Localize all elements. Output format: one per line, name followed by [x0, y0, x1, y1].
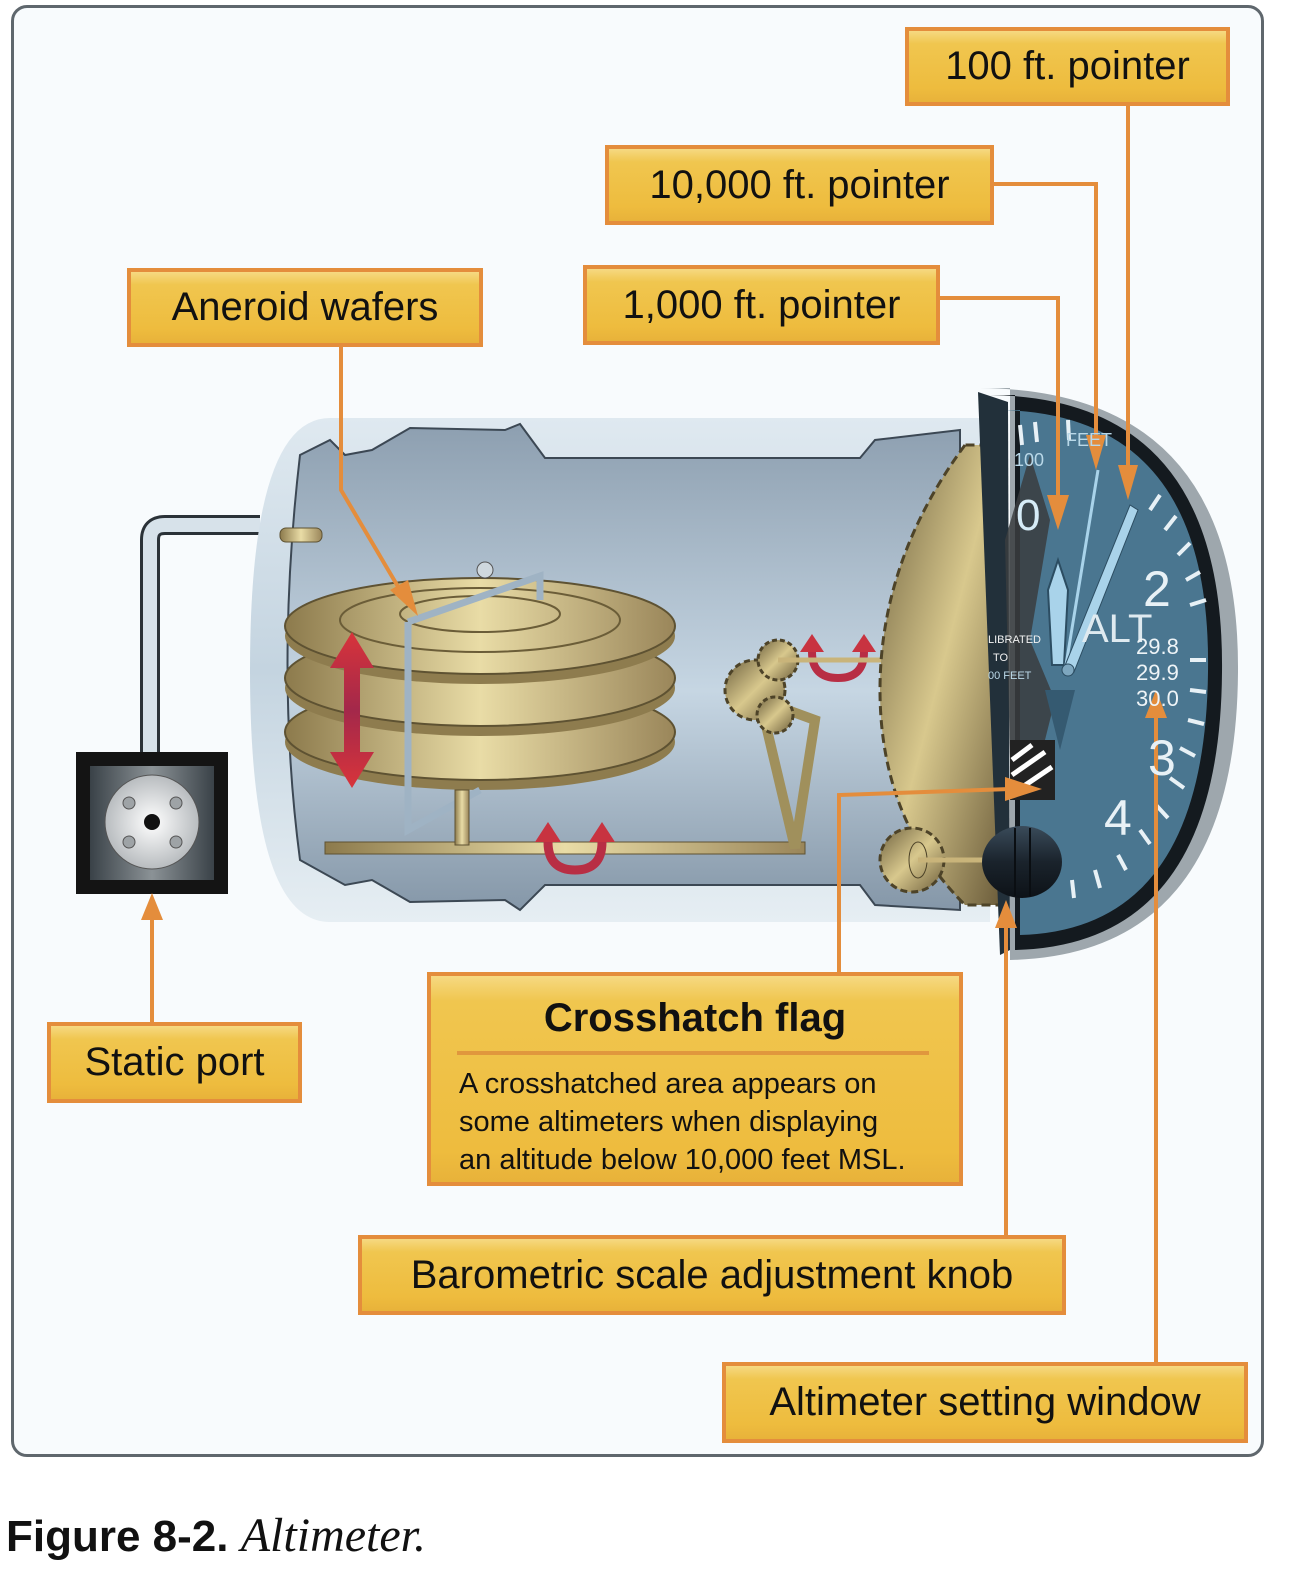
- callout-line: an altitude below 10,000 feet MSL.: [459, 1144, 906, 1176]
- figure-title: Altimeter.: [240, 1509, 427, 1562]
- dial-numeral-0: 0: [1016, 491, 1040, 540]
- aneroid-wafers-icon: [284, 577, 676, 790]
- pointer-10000: [1064, 469, 1100, 666]
- arrowhead-icon: [1047, 495, 1069, 530]
- calibrated-line-2: TO: [993, 652, 1009, 664]
- pointer-1000: [1046, 556, 1070, 666]
- calibrated-line-3: 00 FEET: [988, 670, 1032, 682]
- expansion-arrow-icon: [330, 632, 374, 788]
- arrowhead-icon: [1145, 690, 1167, 718]
- altimeter-dial: [978, 388, 1239, 960]
- label-text: 10,000 ft. pointer: [649, 162, 950, 207]
- figure-caption: Figure 8-2. Altimeter.: [6, 1508, 426, 1563]
- leader-arrowheads: [141, 435, 1167, 928]
- dial-numeral-2: 2: [1143, 561, 1171, 617]
- arrowhead-icon: [390, 580, 418, 616]
- leader-aneroid: [339, 346, 402, 592]
- crosshatch-flag-callout: Crosshatch flag A crosshatched area appe…: [427, 972, 963, 1186]
- arrowhead-icon: [1118, 465, 1138, 500]
- leader-1000ft: [938, 296, 1060, 500]
- label-text: Aneroid wafers: [171, 285, 439, 329]
- dial-feet-text: FEET: [1066, 430, 1112, 450]
- leader-crosshatch: [837, 787, 1011, 972]
- arrowhead-icon: [995, 900, 1017, 928]
- baro-knob-icon: [982, 826, 1062, 898]
- label-static-port: Static port: [47, 1022, 302, 1103]
- callout-body: A crosshatched area appears on some alti…: [431, 1065, 959, 1179]
- baro-value-2: 29.9: [1136, 660, 1179, 685]
- callout-divider: [457, 1051, 929, 1055]
- rotation-arrow-icon: [535, 822, 615, 875]
- callout-title: Crosshatch flag: [543, 996, 847, 1040]
- label-100ft-pointer: 100 ft. pointer: [905, 27, 1230, 106]
- dial-alt-text: ALT: [1082, 607, 1152, 651]
- baro-value-1: 29.8: [1136, 634, 1179, 659]
- rotation-arrow-icon: [800, 634, 876, 683]
- leader-lines: [150, 105, 1158, 1362]
- dial-ticks: [1018, 419, 1207, 899]
- leader-10000ft: [993, 182, 1098, 440]
- callout-line: some altimeters when displaying: [459, 1106, 879, 1138]
- label-text: Static port: [84, 1040, 265, 1084]
- dial-numeral-3: 3: [1148, 730, 1176, 786]
- label-aneroid-wafers: Aneroid wafers: [127, 268, 483, 347]
- label-baro-knob: Barometric scale adjustment knob: [358, 1235, 1066, 1315]
- label-text: 100 ft. pointer: [945, 44, 1190, 88]
- callout-line: A crosshatched area appears on: [459, 1068, 877, 1100]
- static-tube: [140, 515, 260, 760]
- dial-numeral-4: 4: [1104, 790, 1132, 846]
- label-text: Barometric scale adjustment knob: [410, 1252, 1014, 1297]
- calibrated-line-1: LIBRATED: [988, 634, 1041, 646]
- arrowhead-icon: [1005, 777, 1042, 801]
- arrowhead-icon: [141, 893, 163, 920]
- label-1000ft-pointer: 1,000 ft. pointer: [583, 265, 940, 345]
- label-text: 1,000 ft. pointer: [622, 282, 901, 327]
- baro-value-3: 30.0: [1136, 686, 1179, 711]
- label-text: Altimeter setting window: [769, 1380, 1201, 1424]
- label-10000ft-pointer: 10,000 ft. pointer: [605, 145, 994, 225]
- dial-hundred-text: 100: [1014, 450, 1044, 470]
- figure-number: Figure 8-2.: [6, 1512, 229, 1561]
- arrowhead-icon: [1086, 435, 1106, 470]
- label-setting-window: Altimeter setting window: [722, 1362, 1248, 1443]
- static-port-icon: [76, 752, 228, 894]
